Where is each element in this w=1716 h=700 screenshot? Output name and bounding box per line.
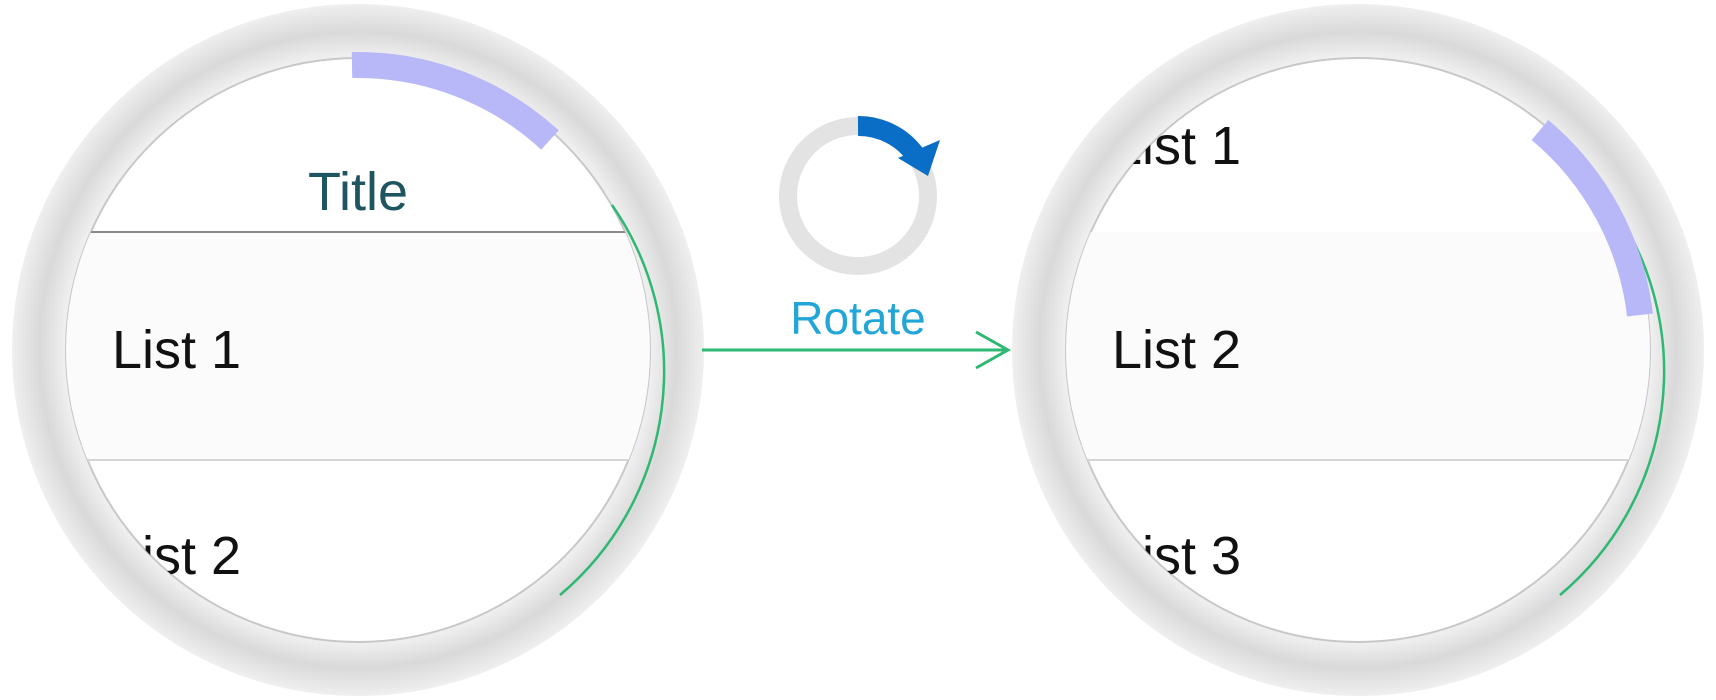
right-focus-edge — [1559, 204, 1666, 596]
transition-arrow-head — [975, 330, 1012, 370]
right-scroll-indicator — [1531, 120, 1653, 317]
rotate-icon — [857, 115, 940, 176]
rotate-gesture: Rotate — [702, 115, 1012, 370]
left-watch-title: Title — [308, 162, 408, 222]
left-focus-edge — [559, 204, 666, 596]
left-list-item-highlight — [66, 232, 650, 460]
left-watch: Title List 1 ist 2 — [12, 4, 704, 696]
right-list-item-highlight — [1066, 232, 1650, 460]
right-list-item-2[interactable]: List 2 — [1112, 320, 1241, 380]
left-list-item-1[interactable]: List 1 — [112, 320, 241, 380]
left-scroll-indicator — [351, 51, 559, 150]
right-watch: List 1 List 2 ist 3 — [1012, 4, 1704, 696]
rotate-label: Rotate — [790, 292, 926, 344]
